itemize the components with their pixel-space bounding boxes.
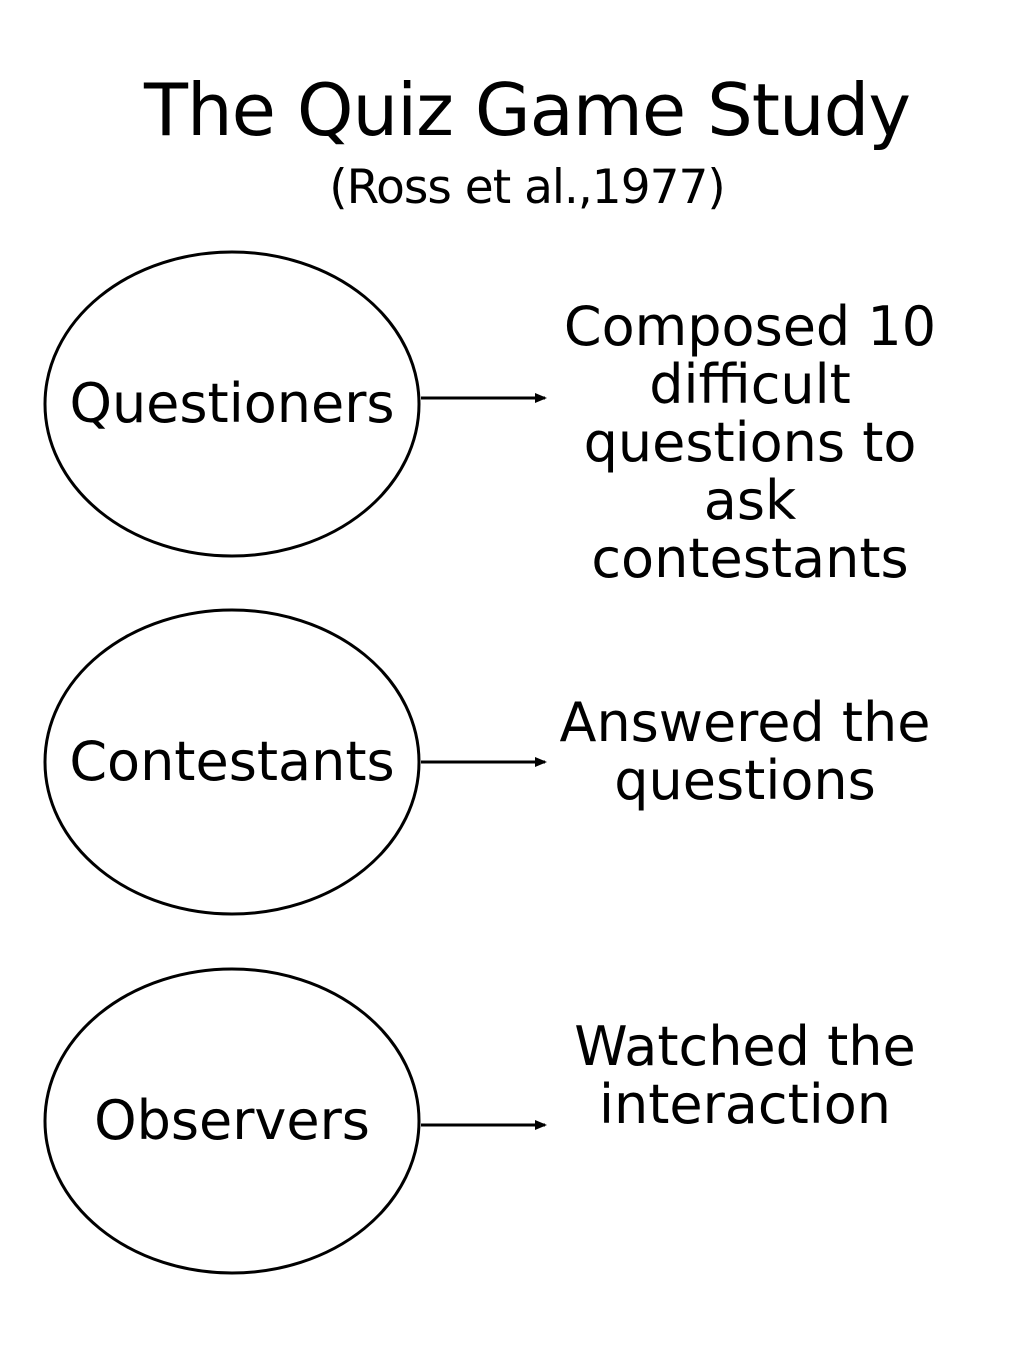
observers-description: Watched the interaction: [574, 1015, 916, 1136]
contestants-ellipse: [43, 608, 421, 916]
contestants-label: Contestants: [69, 730, 395, 793]
questioners-ellipse: [43, 250, 421, 558]
citation-subtitle: (Ross et al.,1977): [329, 160, 726, 215]
observers-ellipse: [43, 967, 421, 1275]
contestants-description: Answered the questions: [559, 691, 931, 812]
observers-label: Observers: [94, 1089, 370, 1152]
questioners-label: Questioners: [69, 372, 395, 435]
questioners-description: Composed 10 difficult questions to ask c…: [563, 295, 937, 590]
page-title: The Quiz Game Study: [144, 68, 911, 152]
